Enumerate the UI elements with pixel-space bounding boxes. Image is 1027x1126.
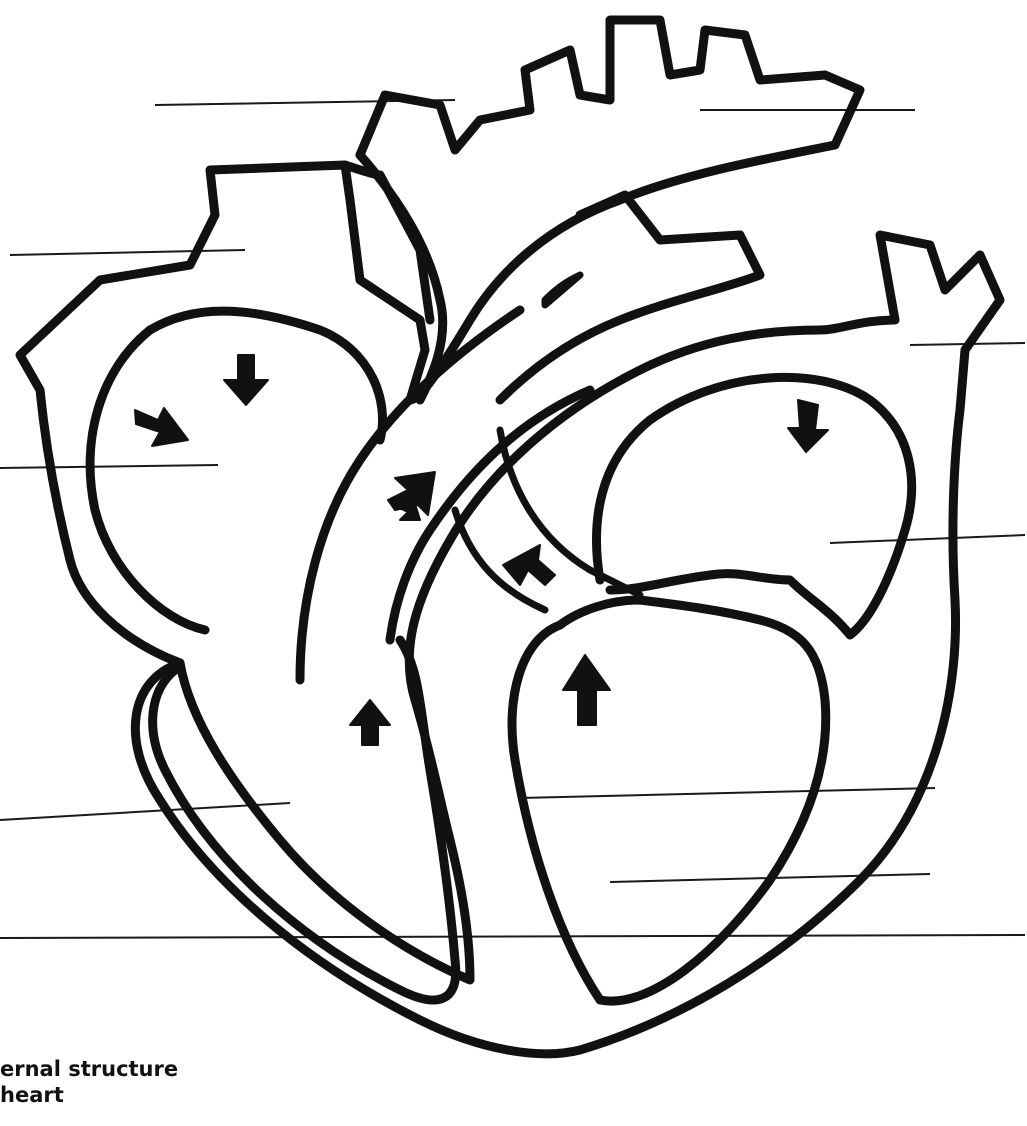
arrow-right-ventricle (350, 700, 390, 745)
arrow-aortic-valve (503, 545, 555, 585)
caption-line-2: heart (0, 1083, 64, 1107)
figure-caption: ernal structure heart (0, 1056, 178, 1108)
aorta-inner (360, 155, 443, 400)
arrow-left-ventricle (563, 655, 610, 725)
blood-flow-arrows (135, 355, 828, 745)
label-line-left-atrium (830, 535, 1025, 543)
pulmonary-trunk (500, 195, 760, 400)
label-line-right-ventricle (0, 803, 290, 820)
label-line-tricuspid (520, 788, 935, 798)
pulmonary-veins (545, 275, 580, 305)
label-lines (0, 100, 1025, 938)
arrow-left-atrium (788, 400, 828, 452)
caption-line-1: ernal structure (0, 1057, 178, 1081)
label-line-right-atrium (0, 465, 218, 468)
left-ventricle-chamber (512, 600, 826, 1001)
aorta-arch (360, 20, 860, 400)
arrow-vena-cava-top (224, 355, 268, 405)
arrow-vena-cava-left (135, 408, 188, 446)
label-line-superior-vena-cava (10, 250, 245, 255)
right-atrium-chamber (90, 311, 382, 630)
arrow-septum-mid (388, 472, 435, 520)
right-atrium-outer (20, 165, 425, 663)
